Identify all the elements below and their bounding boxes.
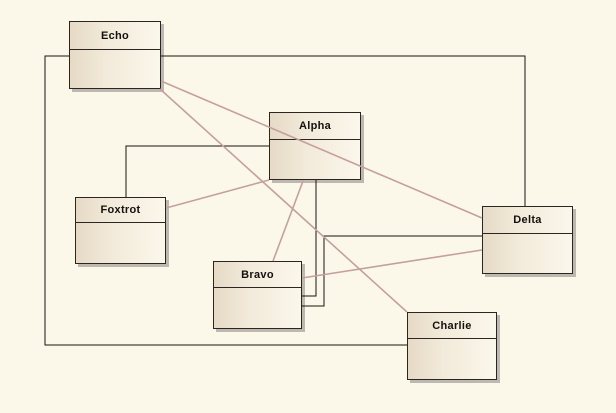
class-box-foxtrot[interactable]: Foxtrot: [75, 197, 166, 264]
class-name-label: Foxtrot: [100, 204, 141, 216]
connector-foxtrot-alpha-pink[interactable]: [165, 179, 270, 209]
class-name-label: Charlie: [432, 319, 472, 332]
class-box-header-echo: Echo: [70, 22, 160, 50]
class-box-header-foxtrot: Foxtrot: [76, 198, 165, 223]
connector-alpha-bravo-black[interactable]: [302, 180, 317, 297]
connector-bravo-delta-pink[interactable]: [301, 249, 483, 279]
class-box-header-charlie: Charlie: [408, 313, 496, 339]
connector-delta-bravo-black[interactable]: [302, 235, 482, 307]
class-name-label: Delta: [513, 214, 542, 226]
class-box-header-delta: Delta: [483, 207, 572, 234]
class-box-delta[interactable]: Delta: [482, 206, 573, 274]
class-name-label: Alpha: [298, 120, 332, 132]
connector-alpha-foxtrot-black[interactable]: [125, 145, 269, 197]
connector-alpha-bravo-pink[interactable]: [272, 180, 304, 262]
class-box-bravo[interactable]: Bravo: [213, 261, 302, 329]
class-box-charlie[interactable]: Charlie: [407, 312, 497, 380]
class-name-label: Bravo: [241, 268, 274, 281]
class-box-alpha[interactable]: Alpha: [269, 112, 361, 180]
class-box-header-alpha: Alpha: [270, 113, 360, 140]
class-name-label: Echo: [100, 29, 130, 42]
class-box-header-bravo: Bravo: [214, 262, 301, 288]
class-box-echo[interactable]: Echo: [69, 21, 161, 89]
